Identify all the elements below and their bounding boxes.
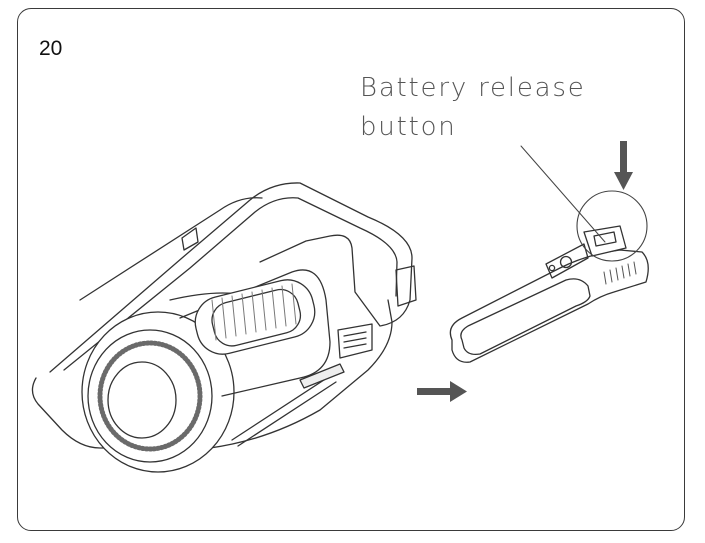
battery-window [460, 278, 591, 356]
battery-release-button [583, 225, 627, 257]
battery-body [449, 249, 649, 363]
vacuum-handle-inner [63, 197, 398, 371]
vacuum-rear-vent [395, 265, 417, 307]
arrow-right-icon [417, 381, 467, 402]
battery-pack [449, 225, 649, 363]
vacuum-side-slot [231, 375, 331, 441]
callout-label: Battery release button [360, 69, 586, 147]
step-number: 20 [39, 37, 63, 60]
callout-label-line-1: Battery release [360, 73, 586, 103]
vacuum-front-filter [81, 269, 331, 473]
callout-leader-line [520, 145, 606, 243]
callout-label-line-2: button [360, 112, 457, 142]
detail-magnifier-circle [576, 190, 648, 262]
vacuum-body-ridge [79, 197, 263, 301]
battery-power-icon [559, 255, 573, 269]
arrow-down-icon [614, 141, 633, 190]
battery-slot [299, 323, 373, 389]
motor-grille [194, 279, 316, 355]
handheld-vacuum [31, 182, 417, 449]
vacuum-main-body [31, 299, 393, 449]
vacuum-handle [49, 182, 413, 373]
